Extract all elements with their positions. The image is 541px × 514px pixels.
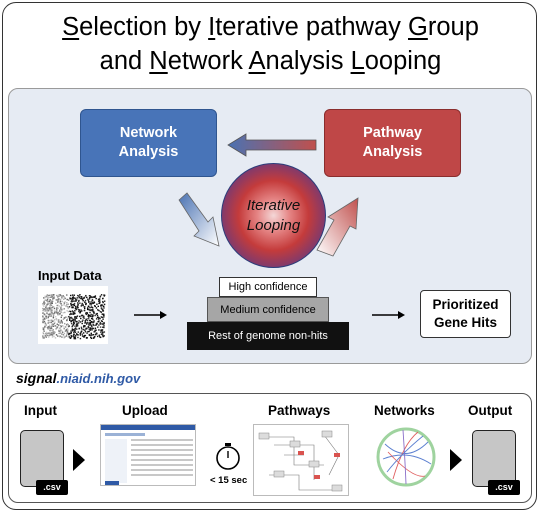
prioritized-gene-hits-box: Prioritized Gene Hits [420,290,511,338]
input-csv-badge: .csv [36,480,68,495]
step-pathways-label: Pathways [268,403,331,418]
site-name: signal [16,370,57,386]
input-data-label: Input Data [38,268,102,283]
arrow-looping-to-pathway [316,197,359,257]
timer-label: < 15 sec [210,475,248,486]
looping-line-1: Iterative [246,196,301,214]
site-url[interactable]: signal.niaid.nih.gov [16,370,140,386]
arrow-pathway-to-network [227,133,317,157]
step-output-label: Output [468,403,513,418]
network-analysis-label: Network Analysis [118,125,179,160]
looping-line-2: Looping [246,216,301,234]
step-input-label: Input [24,403,57,418]
site-domain: .niaid.nih.gov [56,371,141,386]
arrow-network-to-looping [178,192,220,247]
upload-screenshot-thumbnail [100,424,196,486]
output-file-icon [472,430,516,487]
prioritized-gene-hits-label: Prioritized Gene Hits [432,297,499,330]
tier-rest-of-genome: Rest of genome non-hits [187,322,349,350]
step-networks-label: Networks [374,403,435,418]
arrow-right-icon [450,449,462,471]
input-file-icon [20,430,64,487]
arrow-right-icon [73,449,85,471]
title-line-1: Selection by Iterative pathway Group [62,13,479,41]
stopwatch-icon [216,443,240,470]
step-upload-label: Upload [122,403,168,418]
title-line-2: and Network Analysis Looping [99,47,442,75]
iterative-looping-circle: Iterative Looping [221,163,326,268]
network-circle-plot-thumbnail [376,427,436,487]
figure-frame [2,2,537,510]
pathway-diagram-thumbnail [253,424,349,496]
tier-medium-confidence: Medium confidence [207,297,329,322]
network-analysis-box: Network Analysis [80,109,217,177]
tier-high-confidence: High confidence [219,277,317,297]
pathway-analysis-label: Pathway Analysis [362,125,423,160]
pathway-analysis-box: Pathway Analysis [324,109,461,177]
input-data-scatter-image [38,286,108,344]
pipeline-panel [8,393,532,503]
output-csv-badge: .csv [488,480,520,495]
